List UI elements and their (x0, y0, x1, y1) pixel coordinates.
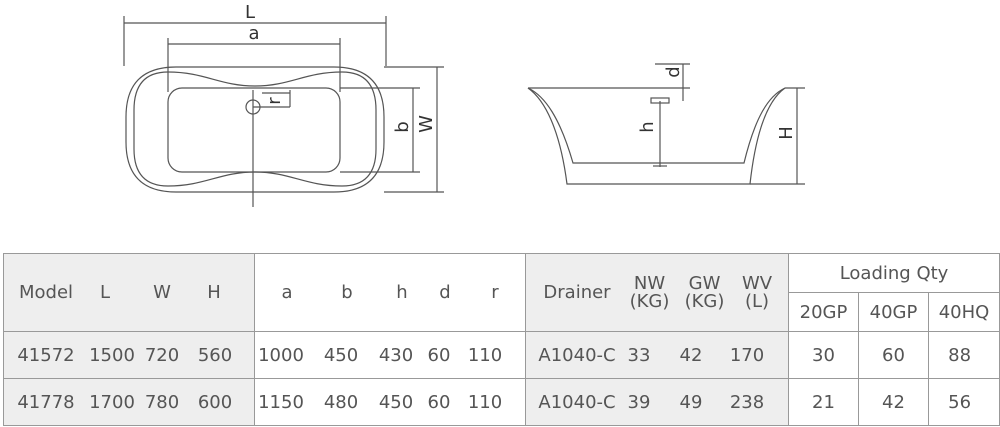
tub-side-profile (527, 87, 786, 185)
side-view-labels: d h H (637, 66, 797, 139)
header-gw: GW(KG) (677, 272, 732, 312)
header-model: Model (18, 282, 74, 303)
header-wv-label: WV (741, 272, 773, 294)
cell-20gp: 30 (788, 331, 859, 379)
header-W: W (153, 282, 171, 303)
header-40hq: 40HQ (927, 292, 1000, 332)
cell-wv: 170 (729, 344, 765, 366)
cell-40gp: 42 (858, 378, 929, 426)
tub-side-inner (527, 87, 786, 164)
header-d: d (439, 282, 451, 303)
table-row: 41778 1700 780 600 1150 480 450 60 110 A… (3, 378, 1000, 426)
header-gw-label: GW (688, 272, 721, 294)
header-cell-weights: Drainer NW(KG) GW(KG) WV(L) (525, 253, 789, 332)
cell-nw: 39 (627, 391, 651, 413)
cell-L: 1700 (89, 391, 135, 413)
cell-40gp: 60 (858, 331, 929, 379)
cell-model: 41778 (17, 391, 75, 413)
header-H: H (207, 282, 221, 303)
row-1-inner-dimensions: 1000 450 430 60 110 (254, 331, 526, 379)
header-loading-qty: Loading Qty (787, 253, 1000, 293)
table-subheader-row: 20GP 40GP 40HQ (4, 292, 1000, 332)
header-nw-label: NW (633, 272, 666, 294)
header-L: L (99, 282, 111, 303)
header-b: b (341, 282, 353, 303)
cell-model: 41572 (17, 344, 75, 366)
cell-r: 110 (467, 391, 503, 413)
row-2-inner-dimensions: 1150 480 450 60 110 (254, 378, 526, 426)
label-W: W (416, 115, 437, 133)
header-cell-inner-dimensions: a b h d r (254, 253, 526, 332)
tub-inner-rim (133, 71, 377, 187)
header-h: h (396, 282, 408, 303)
header-nw-unit: (KG) (629, 290, 670, 312)
header-wv-unit: (L) (744, 290, 770, 312)
cell-40hq: 56 (927, 378, 1000, 426)
header-40gp: 40GP (858, 292, 929, 332)
cell-L: 1500 (89, 344, 135, 366)
cell-20gp: 21 (788, 378, 859, 426)
cell-b: 450 (323, 344, 359, 366)
row-1-weights: A1040-C 33 42 170 (525, 331, 789, 379)
tub-outer-rim (125, 66, 385, 193)
cell-wv: 238 (729, 391, 765, 413)
row-1-dimensions: 41572 1500 720 560 (3, 331, 255, 379)
table-row: 41572 1500 720 560 1000 450 430 60 110 A… (3, 331, 1000, 379)
cell-h: 430 (378, 344, 414, 366)
cell-gw: 49 (679, 391, 703, 413)
cell-d: 60 (427, 344, 451, 366)
header-r: r (491, 282, 499, 303)
label-d: d (663, 66, 684, 77)
cell-h: 450 (378, 391, 414, 413)
label-b: b (392, 121, 413, 132)
header-20gp: 20GP (788, 292, 859, 332)
top-view-labels: L a r b W (245, 2, 437, 133)
label-a: a (248, 23, 259, 44)
cell-a: 1000 (258, 344, 304, 366)
cell-b: 480 (323, 391, 359, 413)
cell-W: 720 (144, 344, 180, 366)
header-cell-dimensions: Model L W H (3, 253, 255, 332)
cell-gw: 42 (679, 344, 703, 366)
cell-H: 600 (197, 391, 233, 413)
cell-r: 110 (467, 344, 503, 366)
tub-basin (167, 87, 341, 173)
cell-drainer: A1040-C (538, 344, 616, 366)
table-header-row: Model L W H a b h d r Drainer NW(KG) (3, 253, 1000, 332)
spec-table: Model L W H a b h d r Drainer NW(KG) (3, 253, 1000, 426)
cell-nw: 33 (627, 344, 651, 366)
row-2-dimensions: 41778 1700 780 600 (3, 378, 255, 426)
header-a: a (281, 282, 293, 303)
row-2-weights: A1040-C 39 49 238 (525, 378, 789, 426)
header-nw: NW(KG) (622, 272, 677, 312)
label-r: r (264, 97, 285, 105)
cell-d: 60 (427, 391, 451, 413)
cell-a: 1150 (258, 391, 304, 413)
header-wv: WV(L) (732, 272, 782, 312)
header-gw-unit: (KG) (684, 290, 725, 312)
cell-W: 780 (144, 391, 180, 413)
cell-drainer: A1040-C (538, 391, 616, 413)
header-drainer: Drainer (543, 282, 611, 303)
cell-H: 560 (197, 344, 233, 366)
side-view-drawing (527, 63, 805, 185)
label-h: h (637, 121, 658, 132)
technical-drawings: L a r b W d h H (123, 2, 805, 207)
label-H: H (776, 126, 797, 140)
top-view-drawing (123, 16, 444, 207)
label-L: L (245, 2, 255, 23)
cell-40hq: 88 (927, 331, 1000, 379)
